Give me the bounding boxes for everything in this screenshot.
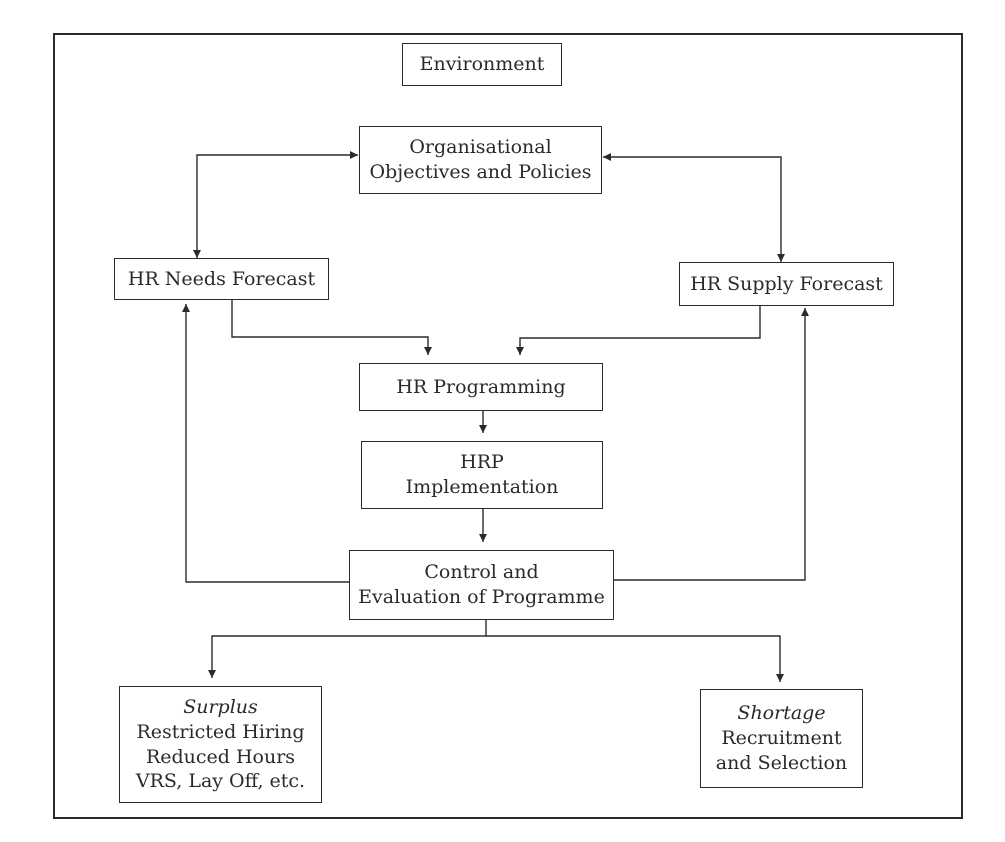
objectives-line2: Objectives and Policies (369, 161, 592, 183)
surplus-line-1: Restricted Hiring (136, 720, 305, 743)
surplus-heading: Surplus (183, 696, 258, 719)
arrow-control-needs (182, 304, 349, 583)
objectives-line1: Organisational (409, 136, 552, 159)
shortage-line-2: and Selection (715, 751, 848, 774)
shortage-box: Shortage Recruitment and Selection (700, 689, 863, 788)
hr-needs-forecast-label: HR Needs Forecast (127, 267, 316, 290)
hrp-implementation-box: HRP Implementation (361, 441, 603, 509)
arrow-objectives-supply (603, 153, 785, 262)
environment-label: Environment (419, 53, 545, 76)
shortage-heading: Shortage (737, 702, 826, 725)
hr-supply-forecast-box: HR Supply Forecast (679, 262, 894, 306)
hrp-implementation-line2: Implementation (405, 476, 559, 498)
surplus-line-3: VRS, Lay Off, etc. (135, 770, 306, 793)
hrp-implementation-line1: HRP (460, 451, 504, 474)
arrow-control-shortage (486, 635, 784, 682)
shortage-line-1: Recruitment (721, 727, 842, 750)
control-evaluation-line2: Evaluation of Programme (358, 586, 605, 608)
diagram-frame (53, 33, 963, 819)
arrow-control-supply (614, 308, 809, 581)
arrow-needs-programming (231, 300, 432, 355)
connector-control-outcomes (208, 620, 487, 678)
control-evaluation-line1: Control and (424, 561, 539, 584)
hr-needs-forecast-box: HR Needs Forecast (114, 258, 329, 300)
hr-supply-forecast-label: HR Supply Forecast (690, 272, 883, 295)
surplus-line-2: Reduced Hours (145, 745, 296, 768)
hr-programming-label: HR Programming (396, 375, 566, 398)
control-evaluation-box: Control and Evaluation of Programme (349, 550, 614, 620)
surplus-box: Surplus Restricted Hiring Reduced Hours … (119, 686, 322, 803)
environment-box: Environment (402, 43, 562, 86)
arrow-supply-programming (516, 306, 761, 355)
objectives-box: Organisational Objectives and Policies (359, 126, 602, 194)
arrow-objectives-needs (193, 151, 358, 258)
hr-programming-box: HR Programming (359, 363, 603, 411)
